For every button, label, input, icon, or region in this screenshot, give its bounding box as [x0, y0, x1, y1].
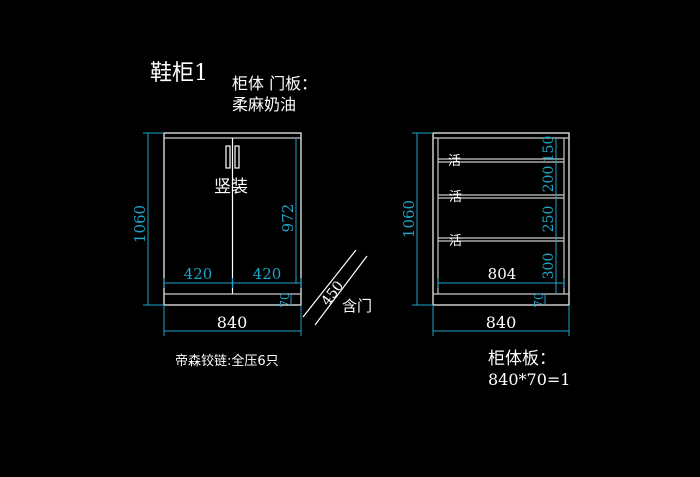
hinge-note: 帝森铰链:全压6只 — [175, 353, 279, 369]
front-view: 竖装 1060 972 420 420 70 840 450 含门 — [131, 132, 372, 336]
gap-dim-1: 150 — [541, 136, 557, 163]
side-base-height-dim: 70 — [532, 292, 546, 307]
panel-note-spec: 840*70=1 — [488, 370, 570, 389]
side-height-dim: 1060 — [400, 200, 418, 238]
door-swing-label: 含门 — [342, 297, 372, 315]
right-door-handle — [234, 145, 240, 169]
shelf-label-1: 活 — [448, 154, 461, 169]
material-name: 柔麻奶油 — [232, 95, 296, 114]
left-door-width-dim: 420 — [184, 265, 213, 283]
front-cabinet-outline — [163, 132, 302, 306]
door-swing-line — [314, 255, 368, 326]
left-door-handle — [225, 145, 231, 169]
drawing-title: 鞋柜1 — [150, 61, 208, 86]
side-view: 活 活 活 1060 150 200 250 300 804 70 840 — [400, 132, 570, 336]
front-height-dim: 1060 — [131, 205, 149, 243]
material-label: 柜体 门板： — [232, 74, 317, 93]
side-cabinet-outline — [432, 132, 570, 306]
gap-dim-2: 200 — [541, 166, 557, 193]
panel-note-label: 柜体板： — [488, 349, 556, 369]
gap-dim-3: 250 — [541, 206, 557, 233]
shelf-label-3: 活 — [449, 234, 462, 249]
inner-height-dim: 972 — [279, 204, 297, 233]
front-total-width-dim: 840 — [217, 313, 248, 332]
shelf-label-2: 活 — [449, 190, 462, 205]
inner-width-dim: 804 — [488, 265, 517, 283]
side-total-width-dim: 840 — [486, 313, 517, 332]
front-base-height-dim: 70 — [278, 292, 292, 307]
door-orientation-note: 竖装 — [214, 177, 248, 197]
right-door-width-dim: 420 — [253, 265, 282, 283]
gap-dim-4: 300 — [541, 253, 557, 280]
